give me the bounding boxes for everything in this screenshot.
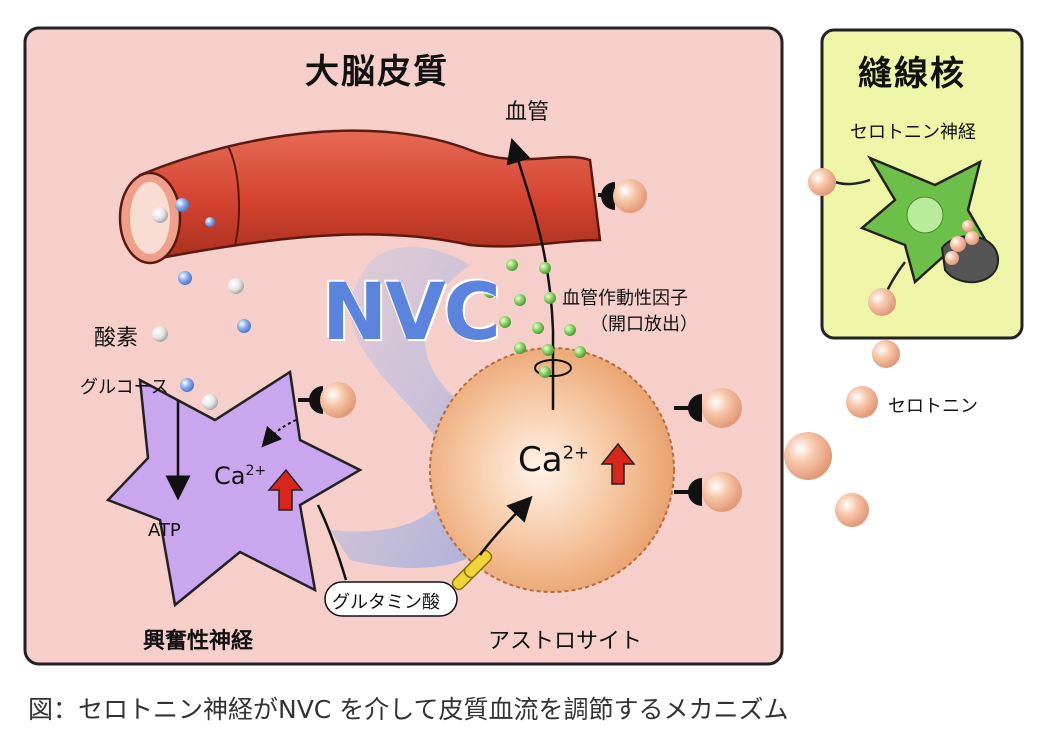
vasoactive-release-label: （開口放出） bbox=[590, 314, 698, 335]
oxygen-label: 酸素 bbox=[94, 326, 139, 351]
vasoactive-vesicles bbox=[484, 259, 586, 378]
glucose-label: グルコース bbox=[80, 377, 169, 398]
glutamate-channel bbox=[451, 549, 493, 591]
astrocyte-label: アストロサイト bbox=[488, 629, 643, 654]
blood-vessel bbox=[118, 129, 602, 265]
vasoactive-label: 血管作動性因子 bbox=[562, 288, 688, 309]
ca-neuron-label: Ca2+ bbox=[214, 462, 267, 490]
serotonin-label: セロトニン bbox=[888, 396, 978, 417]
glutamate-label-box bbox=[324, 581, 458, 617]
serotonin-balls bbox=[784, 340, 900, 527]
excitatory-neuron bbox=[105, 369, 363, 608]
serotonin-neuron-label: セロトニン神経 bbox=[850, 122, 976, 143]
ca-astro-label: Ca2+ bbox=[518, 440, 590, 480]
nvc-label: NVC bbox=[322, 268, 501, 358]
blood-vessel-label: 血管 bbox=[505, 100, 550, 125]
atp-label: ATP bbox=[148, 520, 181, 541]
figure-caption: 図：セロトニン神経がNVC を介して皮質血流を調節するメカニズム bbox=[28, 695, 789, 724]
cortex-title: 大脳皮質 bbox=[305, 52, 449, 92]
raphe-title: 縫線核 bbox=[858, 54, 966, 94]
excitatory-neuron-label: 興奮性神経 bbox=[143, 629, 254, 654]
glutamate-label: グルタミン酸 bbox=[332, 592, 440, 613]
